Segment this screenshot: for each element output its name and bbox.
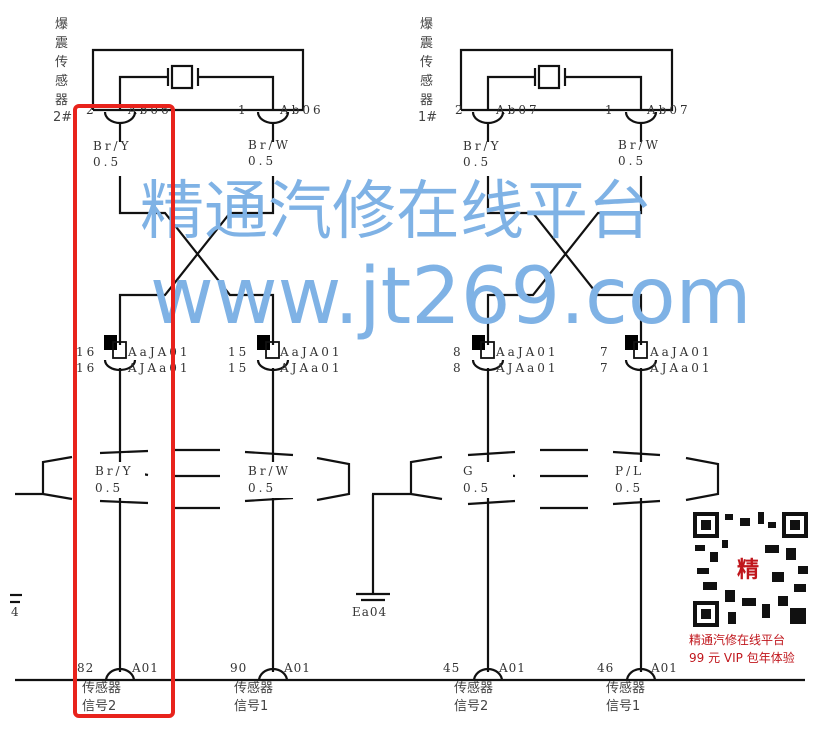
wire-size: 0.5 [248, 154, 276, 168]
pin-function: 传感器 [606, 680, 645, 696]
wire-size: 0.5 [463, 481, 491, 495]
connector-id: A01 [283, 661, 311, 675]
sensor-housing [91, 48, 305, 112]
wire-size: 0.5 [248, 481, 276, 495]
pin-function: 传感器 [82, 680, 121, 696]
knock-sensor-1: 爆 震 传 感 器 1# 2 Ab07 1 Ab07 Br/Y 0.5 Br/W… [418, 17, 691, 345]
shield-right [372, 448, 720, 510]
pin-number: 8 [453, 345, 464, 359]
sensor-title-char: 器 [55, 93, 68, 108]
sensor-title-char: 传 [420, 55, 433, 70]
pin-number: 15 [228, 361, 249, 375]
connector-id: A01 [650, 661, 678, 675]
inline-connector-8: 8 AaJA01 8 AJAa01 [453, 335, 559, 375]
highlight-box [73, 104, 175, 718]
wire-color: Br/W [618, 138, 661, 152]
sensor-title-char: 感 [55, 73, 68, 89]
wire-size: 0.5 [618, 154, 646, 168]
ground-label: Ea04 [352, 605, 387, 619]
inline-connector-7: 7 AaJA01 7 AJAa01 [600, 335, 713, 375]
pin-number: 46 [597, 661, 614, 675]
wire-size: 0.5 [463, 155, 491, 169]
pin-number: 1 [238, 103, 249, 117]
pin-function: 传感器 [234, 680, 273, 696]
pin-function: 信号2 [82, 699, 116, 714]
sensor-title-char: 爆 [55, 17, 68, 32]
ground-icon [10, 593, 22, 604]
piezo-crystal-icon [166, 64, 200, 90]
watermark-url: www.jt269.com [150, 252, 752, 342]
twisted-wire [118, 176, 275, 345]
pin-function: 信号2 [454, 699, 488, 714]
connector-id: AaJA01 [279, 345, 343, 359]
connector-id: Ab06 [279, 103, 324, 117]
pin-number: 90 [230, 661, 247, 675]
signal-wires [118, 368, 643, 672]
wire-color: G [463, 464, 476, 478]
sensor-title-char: 震 [420, 36, 433, 51]
piezo-crystal-icon [533, 64, 567, 90]
ground-label: 4 [11, 605, 22, 619]
pin-function: 信号1 [234, 699, 268, 714]
connector-id: AJAa01 [495, 361, 559, 375]
shield-left [15, 448, 351, 510]
connector-id: AJAa01 [279, 361, 343, 375]
inline-connector-15: 15 AaJA01 15 AJAa01 [228, 335, 343, 375]
pin-number: 45 [443, 661, 460, 675]
pin-function: 信号1 [606, 699, 640, 714]
ecu-pin-45: 45 A01 传感器 信号2 [443, 661, 526, 714]
ecu-pin-46: 46 A01 传感器 信号1 [597, 661, 678, 714]
wire-size: 0.5 [95, 481, 123, 495]
qr-code[interactable]: 精 [693, 512, 808, 627]
sensor-id: 2# [53, 110, 72, 125]
sensor-title-char: 震 [55, 36, 68, 51]
promo-line2: 99 元 VIP 包年体验 [689, 650, 795, 665]
pin-function: 传感器 [454, 680, 493, 696]
twisted-wire [486, 176, 643, 345]
pin-number: 82 [77, 661, 94, 675]
sensor-title-char: 传 [55, 55, 68, 70]
connector-id: A01 [498, 661, 526, 675]
pin-number: 16 [76, 345, 97, 359]
watermark-text: 精通汽修在线平台 [140, 175, 652, 249]
connector-id: Ab07 [646, 103, 691, 117]
wire-color: Br/W [248, 464, 291, 478]
pin-number: 15 [228, 345, 249, 359]
wire-color: Br/Y [93, 139, 132, 153]
connector-id: AJAa01 [649, 361, 713, 375]
sensor-id: 1# [418, 110, 437, 125]
pin-number: 2 [86, 103, 97, 117]
wire-size: 0.5 [615, 481, 643, 495]
wire-color: Br/Y [95, 464, 134, 478]
wire-color: P/L [615, 464, 644, 478]
ecu-pin-90: 90 A01 传感器 信号1 [230, 661, 311, 714]
qr-logo: 精 [737, 557, 759, 583]
wire-color: Br/Y [463, 139, 502, 153]
wire-color: Br/W [248, 138, 291, 152]
pin-number: 2 [455, 103, 466, 117]
connector-id: AaJA01 [495, 345, 559, 359]
promo-line1: 精通汽修在线平台 [689, 632, 785, 647]
pin-number: 1 [605, 103, 616, 117]
ecu-pin-82: 82 A01 传感器 信号2 [77, 661, 159, 714]
sensor-title-char: 感 [420, 73, 433, 89]
pin-number: 7 [600, 345, 611, 359]
sensor-title-char: 器 [420, 93, 433, 108]
sensor-housing [459, 48, 674, 112]
pin-number: 7 [600, 361, 611, 375]
ground-icon [356, 494, 390, 602]
connector-id: AJAa01 [127, 361, 191, 375]
connector-id: AaJA01 [649, 345, 713, 359]
connector-id: AaJA01 [127, 345, 191, 359]
wire-size: 0.5 [93, 155, 121, 169]
connector-id: A01 [131, 661, 159, 675]
sensor-element-wire [118, 75, 275, 110]
connector-id: Ab07 [495, 103, 540, 117]
sensor-title-char: 爆 [420, 17, 433, 32]
sensor-element-wire [486, 75, 643, 110]
pin-number: 8 [453, 361, 464, 375]
pin-number: 16 [76, 361, 97, 375]
